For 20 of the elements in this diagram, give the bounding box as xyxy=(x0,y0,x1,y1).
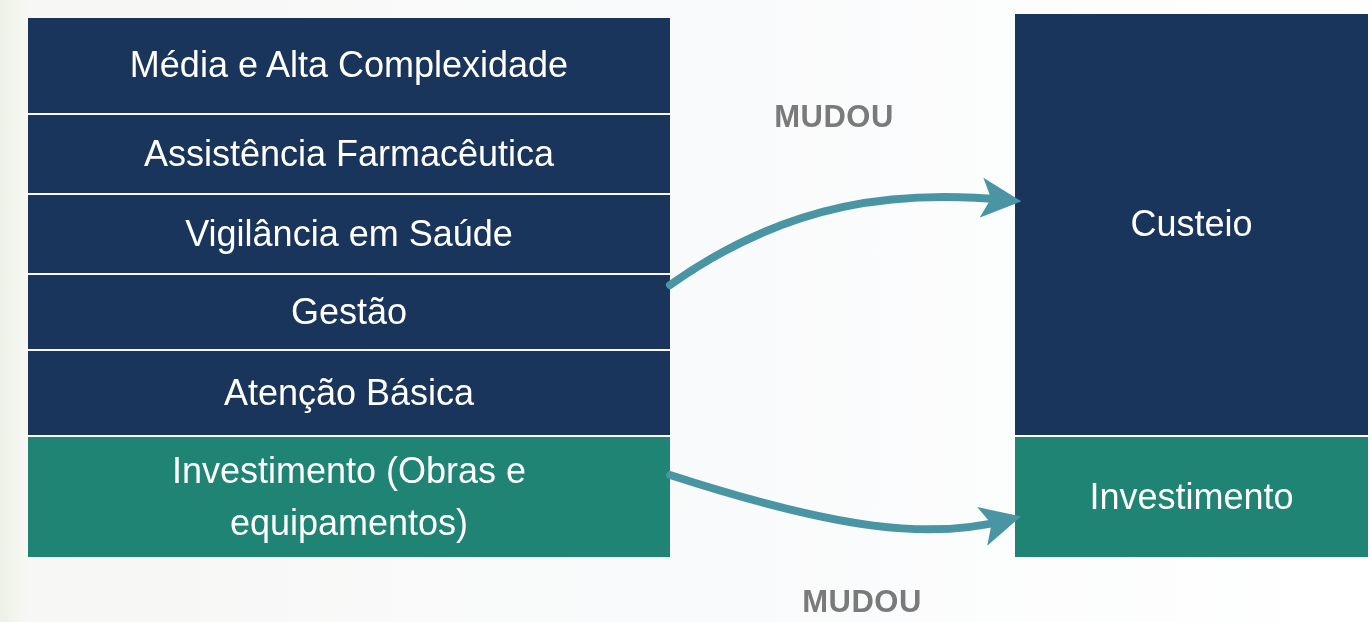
box-label: Investimento xyxy=(1088,474,1295,519)
box-label: Atenção Básica xyxy=(222,370,476,415)
box-label: Custeio xyxy=(1129,202,1254,247)
category-box xyxy=(1015,14,1368,435)
box-label: Assistência Farmacêutica xyxy=(142,131,556,176)
curved-arrow xyxy=(666,178,1022,289)
investment-box xyxy=(28,437,670,557)
box-label: Investimento (Obras e equipamentos) xyxy=(170,448,528,545)
edge-label: MUDOU xyxy=(773,99,895,135)
category-box xyxy=(28,115,670,193)
category-box xyxy=(28,18,670,113)
box-label: Média e Alta Complexidade xyxy=(128,43,570,88)
edge-label: MUDOU xyxy=(801,584,923,620)
box-label: Vigilância em Saúde xyxy=(184,211,514,256)
box-label: Gestão xyxy=(289,289,409,334)
category-box xyxy=(28,351,670,435)
curved-arrow xyxy=(666,471,1022,546)
category-box xyxy=(28,195,670,273)
category-box xyxy=(28,275,670,349)
investment-box xyxy=(1015,437,1368,557)
